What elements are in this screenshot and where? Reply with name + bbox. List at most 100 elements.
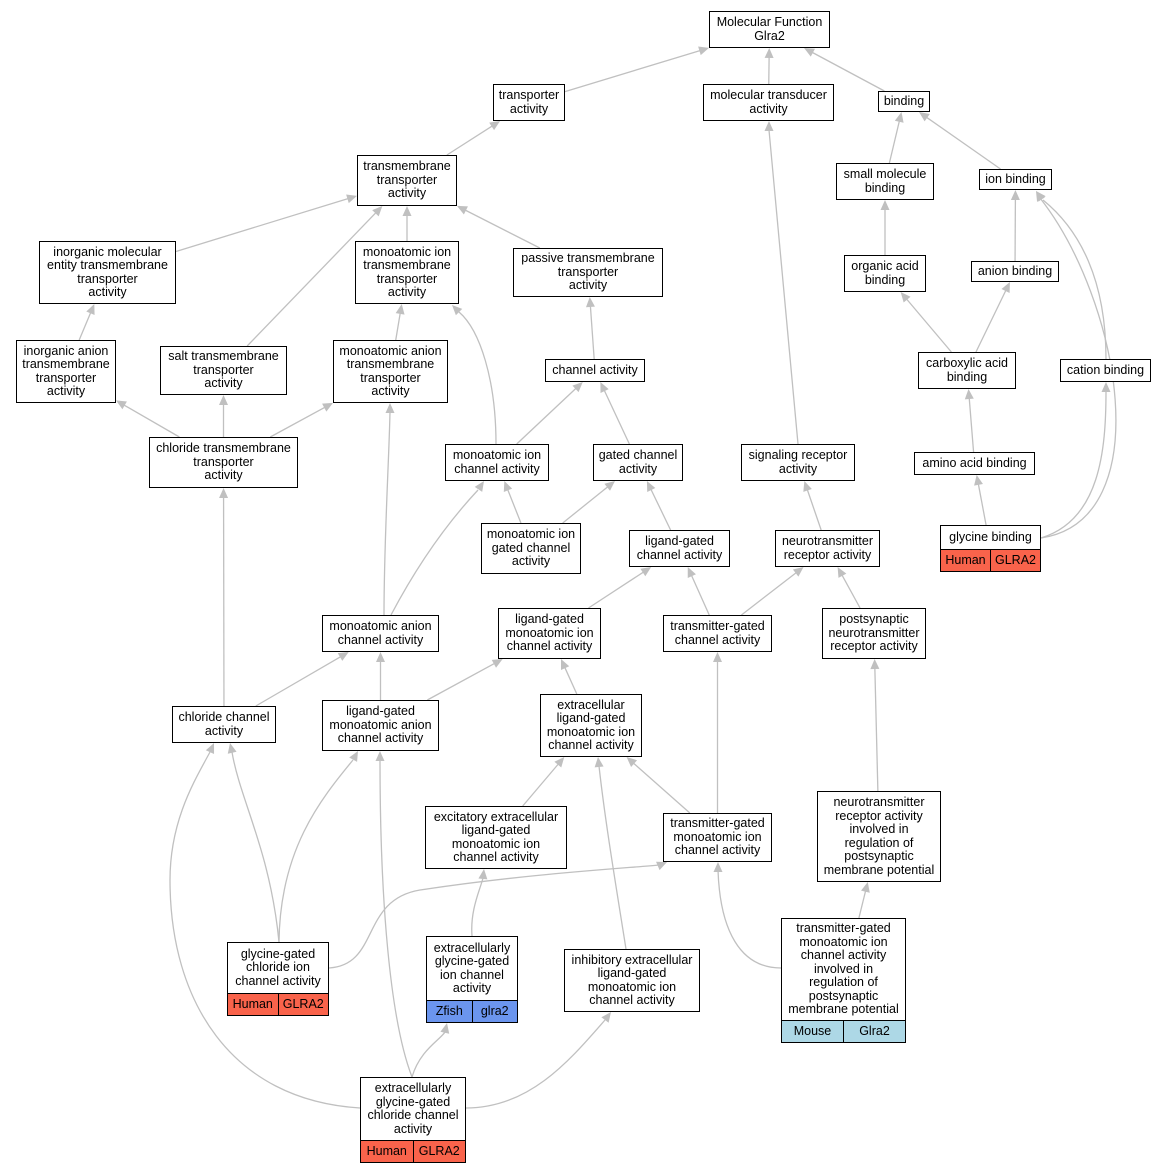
edge-mono_anion_channel-to-mono_anion_tm-arrowhead	[385, 403, 395, 413]
go-term-node-mono-ion-gated[interactable]: monoatomic ion gated channel activity	[481, 523, 581, 574]
go-term-node-inorg-anion[interactable]: inorganic anion transmembrane transporte…	[16, 340, 116, 403]
edge-channel-to-passive-arrowhead	[585, 297, 595, 308]
edge-lg_mono_ion-to-ligand_gated	[588, 571, 645, 609]
go-term-node-transmitter-gated[interactable]: transmitter-gated channel activity	[663, 615, 772, 652]
edge-chloride_tm-to-salt_tm-arrowhead	[219, 395, 228, 405]
go-term-node-channel[interactable]: channel activity	[545, 359, 645, 382]
edge-nt_receptor-to-signaling_receptor-arrowhead	[803, 481, 812, 492]
edge-tg_mono_ion-to-extra_lg_mono-arrowhead	[626, 757, 638, 767]
go-term-node-transporter[interactable]: transporter activity	[493, 84, 565, 121]
go-term-node-extra-glycine-ion[interactable]: extracellularly glycine-gated ion channe…	[426, 936, 518, 1023]
go-term-node-small-mol[interactable]: small molecule binding	[836, 163, 934, 200]
go-term-label: passive transmembrane transporter activi…	[521, 251, 655, 293]
go-term-node-postsyn-nt[interactable]: postsynaptic neurotransmitter receptor a…	[822, 608, 926, 659]
edge-glycine_gated_cl-to-tg_mono_ion-arrowhead	[656, 861, 667, 871]
gene-tag: GLRA2	[412, 1141, 465, 1162]
go-term-node-transducer[interactable]: molecular transducer activity	[703, 84, 834, 121]
go-term-label: transmembrane transporter activity	[363, 159, 451, 201]
edge-extra_glycine_cl-to-inhibitory	[465, 1019, 606, 1109]
go-term-label: molecular transducer activity	[710, 88, 827, 116]
go-term-node-nt-receptor[interactable]: neurotransmitter receptor activity	[775, 530, 880, 567]
go-term-node-chloride-channel[interactable]: chloride channel activity	[172, 706, 276, 743]
edge-cation_binding-to-ion_binding-arrowhead	[1036, 191, 1046, 202]
gene-tag: Glra2	[843, 1021, 905, 1042]
go-term-node-chloride-tm[interactable]: chloride transmembrane transporter activ…	[149, 437, 298, 488]
edge-glycine_binding-to-amino_acid	[977, 483, 987, 526]
edge-mono_anion_tm-to-mono_ion_tm-arrowhead	[395, 304, 405, 315]
go-term-node-glycine-gated-cl[interactable]: glycine-gated chloride ion channel activ…	[227, 942, 329, 1016]
go-term-node-mono-ion-tm[interactable]: monoatomic ion transmembrane transporter…	[355, 241, 459, 304]
edge-carboxylic-to-organic_acid	[905, 298, 952, 353]
edge-carboxylic-to-anion_binding-arrowhead	[1001, 282, 1010, 293]
edge-inorg_anion-to-inorg_mol	[78, 312, 92, 341]
go-term-node-excitatory[interactable]: excitatory extracellular ligand-gated mo…	[425, 806, 567, 869]
go-term-label: transporter activity	[498, 88, 560, 116]
edge-nt_reg_postsyn-to-postsyn_nt	[874, 667, 879, 792]
go-term-node-cation-binding[interactable]: cation binding	[1060, 359, 1151, 382]
edge-tm_transporter-to-transporter	[446, 125, 493, 156]
go-term-node-tg-mono-reg[interactable]: transmitter-gated monoatomic ion channel…	[781, 918, 906, 1043]
go-term-node-passive[interactable]: passive transmembrane transporter activi…	[513, 248, 663, 297]
go-term-node-ion-binding[interactable]: ion binding	[979, 169, 1052, 190]
species-tag: Human	[228, 994, 278, 1015]
go-term-node-nt-reg-postsyn[interactable]: neurotransmitter receptor activity invol…	[817, 791, 941, 882]
go-term-node-inhibitory[interactable]: inhibitory extracellular ligand-gated mo…	[564, 949, 700, 1012]
go-term-node-lg-mono-ion[interactable]: ligand-gated monoatomic ion channel acti…	[498, 608, 601, 659]
go-term-label: amino acid binding	[922, 455, 1027, 470]
edge-chloride_tm-to-inorg_anion-arrowhead	[116, 400, 127, 410]
go-term-node-mono-anion-tm[interactable]: monoatomic anion transmembrane transport…	[333, 340, 448, 403]
go-term-label: transmitter-gated monoatomic ion channel…	[670, 816, 765, 858]
edge-small_mol-to-binding-arrowhead	[894, 112, 904, 123]
edge-mono_ion_gated-to-gated_channel-arrowhead	[604, 481, 615, 491]
edge-tm_transporter-to-transporter-arrowhead	[489, 121, 501, 131]
edge-salt_tm-to-tm_transporter-arrowhead	[372, 206, 383, 217]
go-term-node-salt-tm[interactable]: salt transmembrane transporter activity	[160, 346, 287, 395]
go-term-node-tm-transporter[interactable]: transmembrane transporter activity	[357, 155, 457, 206]
go-term-node-mf[interactable]: Molecular Function Glra2	[709, 11, 830, 48]
go-term-label: inorganic molecular entity transmembrane…	[47, 244, 168, 299]
edge-tg_mono_ion-to-extra_lg_mono	[632, 762, 691, 814]
go-term-node-mono-anion-channel[interactable]: monoatomic anion channel activity	[322, 615, 439, 652]
go-term-node-anion-binding[interactable]: anion binding	[971, 261, 1059, 282]
edge-mono_ion_channel-to-mono_ion_tm-arrowhead	[452, 305, 463, 316]
go-term-label: inhibitory extracellular ligand-gated mo…	[571, 952, 693, 1007]
go-term-label: ligand-gated monoatomic ion channel acti…	[505, 612, 594, 654]
edge-lg_mono_anion-to-mono_anion_channel-arrowhead	[376, 652, 385, 662]
go-term-node-extra-lg-mono[interactable]: extracellular ligand-gated monoatomic io…	[540, 694, 642, 757]
go-term-label: monoatomic anion transmembrane transport…	[339, 343, 442, 398]
edge-passive-to-tm_transporter-arrowhead	[457, 205, 468, 215]
edge-carboxylic-to-organic_acid-arrowhead	[900, 292, 911, 303]
edge-passive-to-tm_transporter	[464, 209, 541, 249]
go-term-label: neurotransmitter receptor activity invol…	[823, 795, 935, 877]
edge-tg_mono_reg-to-tg_mono_ion	[717, 869, 782, 969]
go-term-label: ion binding	[985, 171, 1046, 186]
go-term-node-extra-glycine-cl[interactable]: extracellularly glycine-gated chloride c…	[360, 1077, 466, 1163]
edge-glycine_binding-to-cation_binding	[1040, 390, 1107, 539]
edge-glycine_gated_cl-to-lg_mono_anion-arrowhead	[349, 751, 358, 762]
edge-ligand_gated-to-gated_channel	[650, 488, 672, 531]
go-term-node-organic-acid[interactable]: organic acid binding	[844, 255, 926, 292]
edge-nt_reg_postsyn-to-postsyn_nt-arrowhead	[870, 659, 880, 670]
edge-transducer-to-mf-arrowhead	[764, 48, 774, 59]
go-term-label: transmitter-gated channel activity	[670, 619, 765, 647]
go-term-node-amino-acid[interactable]: amino acid binding	[914, 452, 1035, 475]
go-term-node-binding[interactable]: binding	[878, 91, 930, 112]
go-term-node-carboxylic[interactable]: carboxylic acid binding	[918, 352, 1016, 389]
go-term-node-lg-mono-anion[interactable]: ligand-gated monoatomic anion channel ac…	[322, 700, 439, 751]
edge-glycine_binding-to-cation_binding-arrowhead	[1101, 382, 1111, 392]
go-term-node-signaling-receptor[interactable]: signaling receptor activity	[741, 444, 855, 481]
go-term-node-tg-mono-ion[interactable]: transmitter-gated monoatomic ion channel…	[663, 813, 772, 862]
edge-inorg_mol-to-tm_transporter-arrowhead	[346, 194, 357, 204]
go-term-label: cation binding	[1066, 362, 1145, 377]
go-term-node-inorg-mol[interactable]: inorganic molecular entity transmembrane…	[39, 241, 176, 304]
go-term-node-mono-ion-channel[interactable]: monoatomic ion channel activity	[445, 444, 549, 481]
go-term-node-gated-channel[interactable]: gated channel activity	[593, 444, 683, 481]
edge-mono_anion_tm-to-mono_ion_tm	[395, 312, 401, 341]
go-term-label: Molecular Function Glra2	[716, 15, 823, 43]
edge-extra_glycine_cl-to-lg_mono_anion	[379, 759, 413, 1078]
edge-channel-to-passive	[589, 305, 595, 360]
go-term-node-ligand-gated[interactable]: ligand-gated channel activity	[629, 530, 730, 567]
edge-transmitter_gated-to-ligand_gated	[690, 574, 710, 616]
